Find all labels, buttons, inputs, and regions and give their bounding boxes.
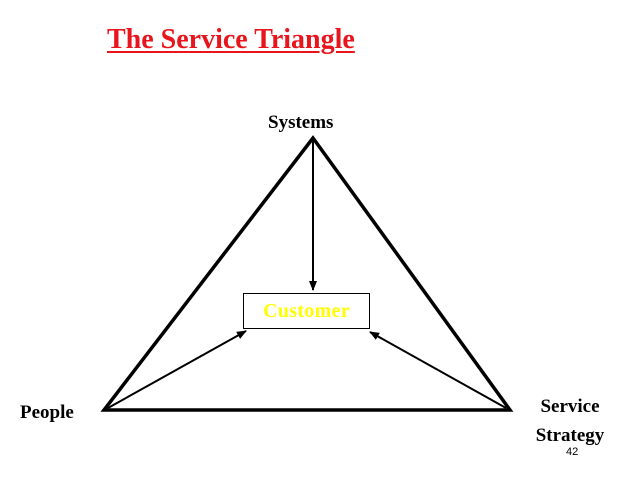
- customer-label: Customer: [263, 299, 350, 322]
- customer-box: Customer: [243, 293, 370, 329]
- page-number: 42: [566, 446, 579, 458]
- node-label-people: People: [20, 402, 74, 423]
- node-label-service: Service: [540, 396, 600, 417]
- node-label-service-strategy: Service Strategy: [522, 392, 618, 450]
- slide-title: The Service Triangle: [107, 24, 355, 55]
- node-label-strategy: Strategy: [535, 425, 605, 446]
- triangle-outline: [100, 135, 514, 412]
- node-label-systems: Systems: [268, 112, 334, 133]
- arrow-strategy-to-customer: [369, 331, 507, 409]
- arrow-people-to-customer: [107, 330, 247, 409]
